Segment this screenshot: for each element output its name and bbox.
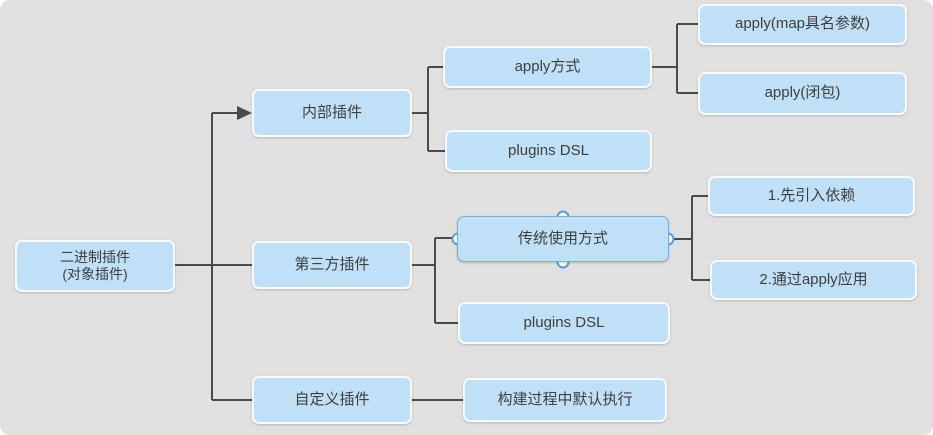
root-label-line1: 二进制插件: [60, 248, 130, 265]
connector-thirdparty-fork[interactable]: [410, 237, 458, 324]
node-step1-import-dependency[interactable]: 1.先引入依赖: [708, 176, 915, 216]
root-label-line2: (对象插件): [62, 266, 128, 282]
node-internal-plugin[interactable]: 内部插件: [252, 89, 412, 137]
connector-traditional-fork[interactable]: [673, 195, 710, 281]
node-binary-plugin-root[interactable]: 二进制插件 (对象插件): [15, 240, 175, 292]
node-apply-closure[interactable]: apply(闭包): [698, 72, 907, 115]
node-traditional-usage[interactable]: 传统使用方式: [457, 216, 669, 262]
node-custom-plugin[interactable]: 自定义插件: [252, 376, 412, 424]
node-apply-style[interactable]: apply方式: [443, 46, 652, 88]
node-plugins-dsl-third-party[interactable]: plugins DSL: [458, 302, 670, 344]
node-plugins-dsl-internal[interactable]: plugins DSL: [445, 130, 652, 172]
node-default-exec-in-build[interactable]: 构建过程中默认执行: [463, 378, 667, 422]
node-third-party-plugin[interactable]: 第三方插件: [252, 241, 412, 289]
connector-internal-fork[interactable]: [412, 66, 445, 152]
node-apply-map-named-args[interactable]: apply(map具名参数): [698, 4, 907, 45]
connector-applystyle-fork[interactable]: [652, 23, 698, 94]
node-step2-apply-usage[interactable]: 2.通过apply应用: [710, 260, 917, 300]
arrowhead-internal: [237, 106, 252, 120]
